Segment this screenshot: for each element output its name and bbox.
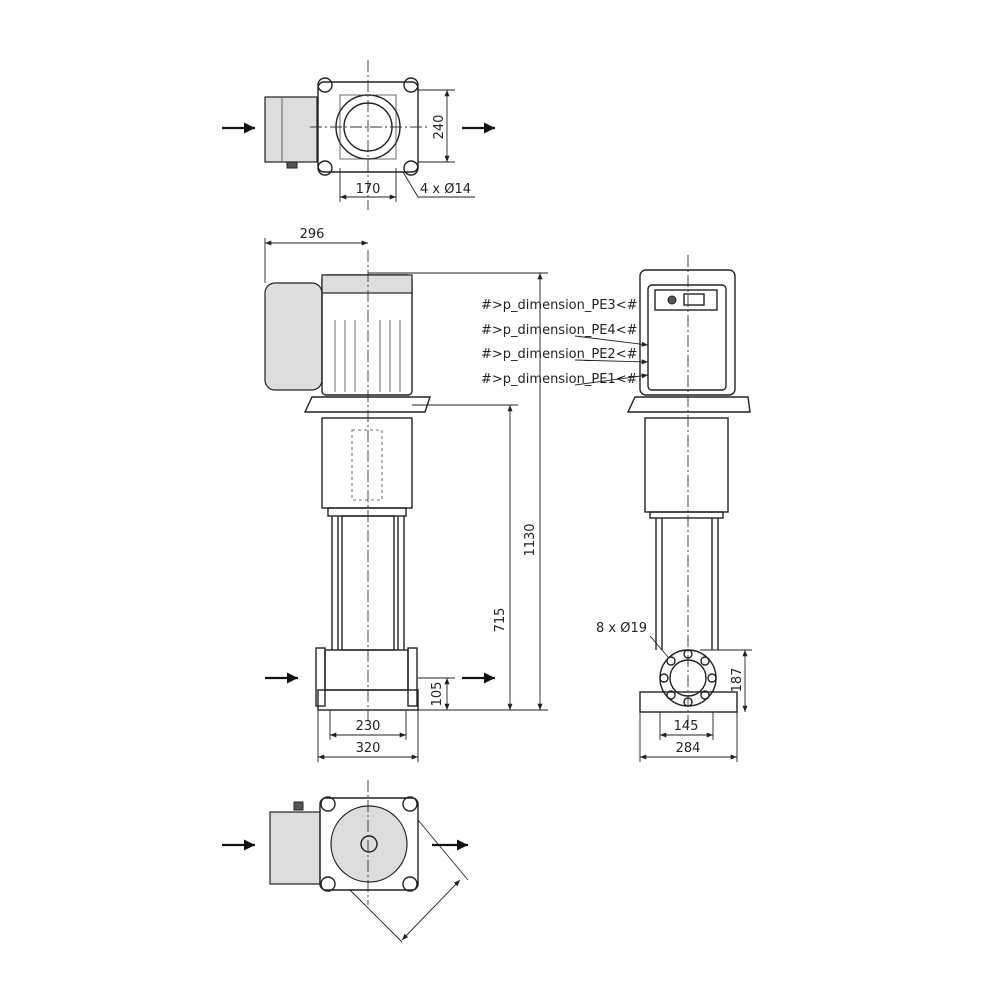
dim-flange-spacing-230: 230: [356, 719, 381, 734]
fan-cover: [264, 282, 323, 391]
top-view: 240 170 4 x Ø14: [222, 60, 495, 210]
motor-bracket: [626, 396, 751, 413]
motor-terminal-box: [269, 811, 321, 885]
motor-terminal-box: [264, 96, 318, 163]
control-box: [647, 284, 727, 391]
lantern: [321, 417, 413, 509]
pe-label-pe1: #>p_dimension_PE1<#: [481, 372, 638, 387]
dim-base-width-320: 320: [356, 741, 381, 756]
pe-label-pe2: #>p_dimension_PE2<#: [481, 347, 638, 362]
dim-hole-spacing-145: 145: [674, 719, 699, 734]
dim-motor-offset-296: 296: [300, 227, 325, 242]
display: [683, 293, 705, 306]
pump-base: [324, 649, 409, 691]
lantern: [644, 417, 729, 513]
dim-holes-8x19: 8 x Ø19: [596, 621, 647, 636]
pe-label-pe4: #>p_dimension_PE4<#: [481, 323, 638, 338]
motor: [639, 269, 736, 396]
front-view: 296 1130 715 105 230 320: [264, 227, 548, 762]
dim-bolt-spacing-170: 170: [356, 182, 381, 197]
control-knob-icon: [667, 295, 677, 305]
pump-head: [319, 797, 419, 891]
dim-flange-height-715: 715: [493, 608, 508, 633]
motor-bracket: [303, 396, 431, 413]
dim-base-width-284: 284: [676, 741, 701, 756]
dim-total-height-1130: 1130: [523, 523, 538, 556]
dim-base-height-187: 187: [730, 668, 745, 693]
dim-width-240: 240: [432, 115, 447, 140]
side-view: #>p_dimension_PE3<# #>p_dimension_PE4<# …: [481, 255, 752, 762]
pe-label-pe3: #>p_dimension_PE3<#: [481, 298, 638, 313]
dim-inlet-height-105: 105: [430, 682, 445, 707]
bottom-view: [222, 780, 469, 943]
fan-grille: [330, 805, 408, 883]
pump-base: [639, 691, 738, 713]
dim-holes-4x14: 4 x Ø14: [420, 182, 471, 197]
